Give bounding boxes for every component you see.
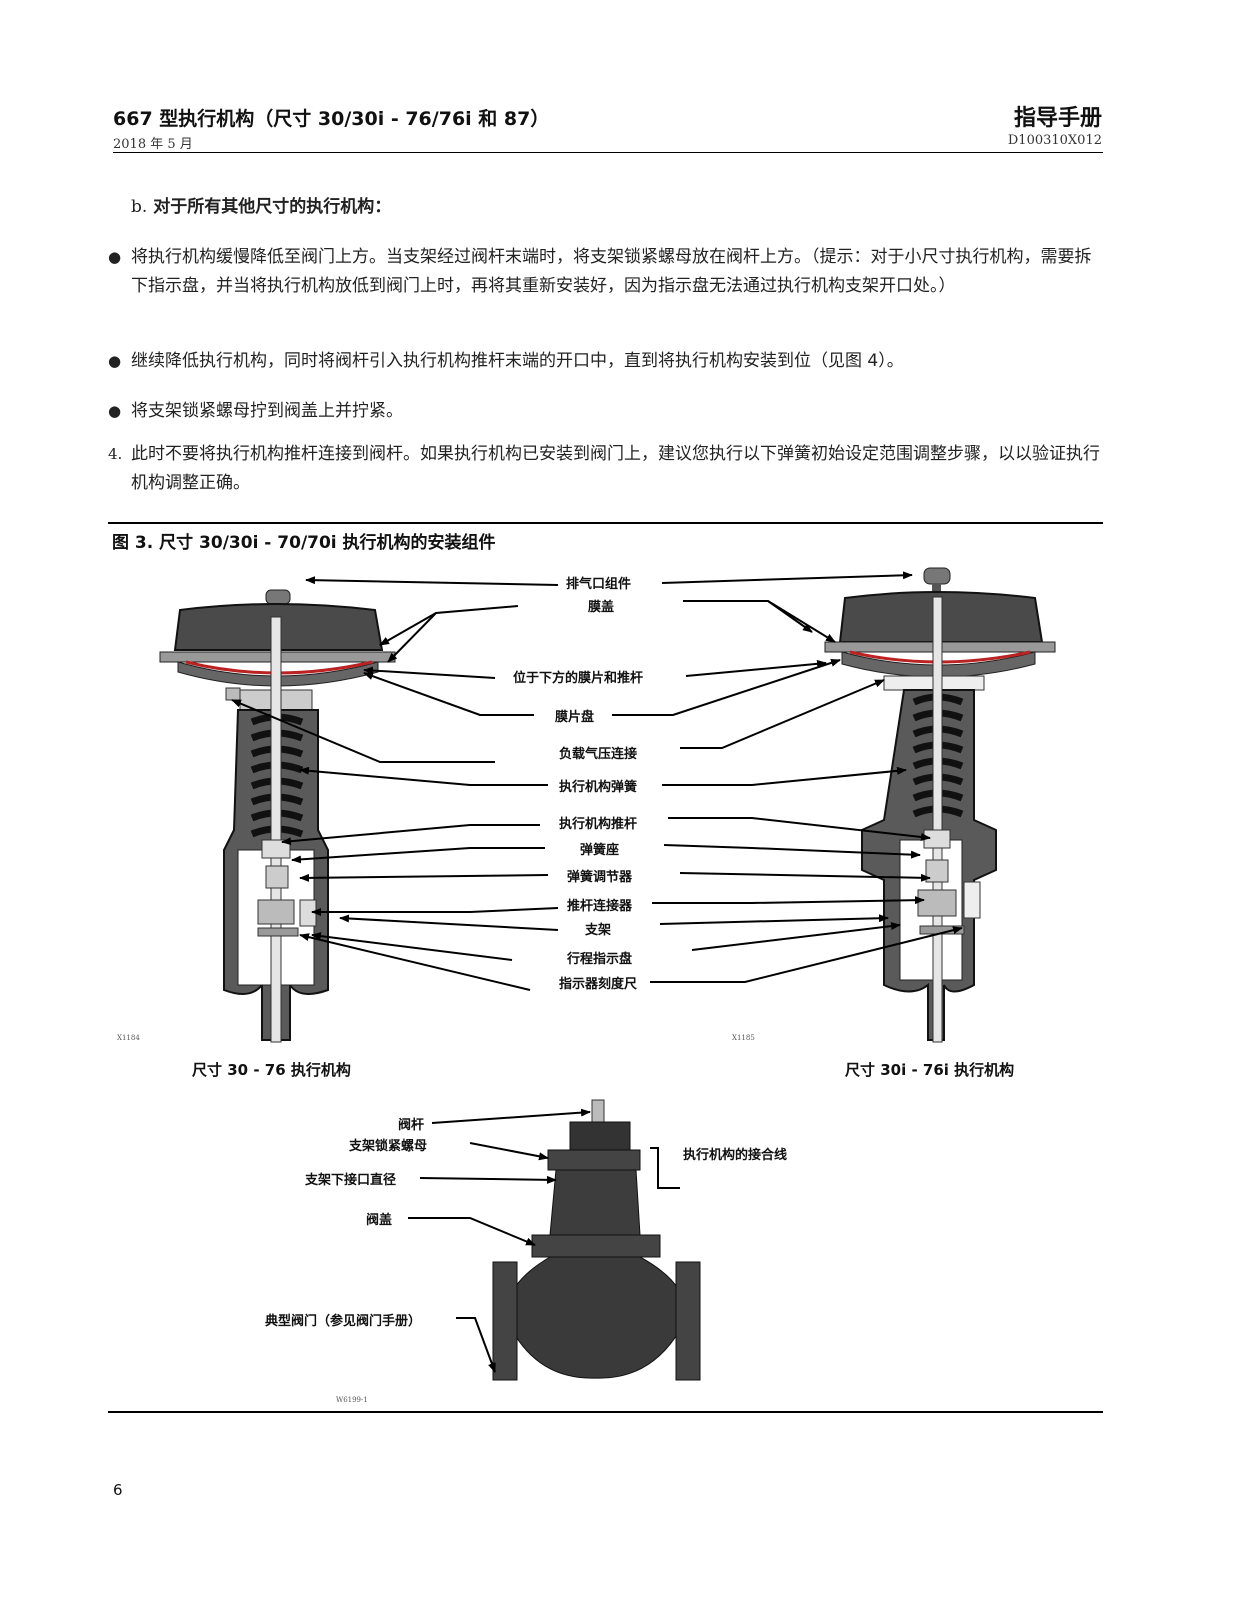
label-mating-line: 执行机构的接合线 [683,1148,788,1163]
label-diaphragm-plate: 膜片盘 [555,710,595,725]
label-spring-adjustor: 弹簧调节器 [567,870,633,885]
header-title: 667 型执行机构（尺寸 30/30i - 76/76i 和 87） [113,108,550,130]
step-4: 4. 此时不要将执行机构推杆连接到阀杆。如果执行机构已安装到阀门上，建议您执行以… [108,440,1103,498]
figure-top-rule [108,522,1103,524]
label-loading-connection: 负载气压连接 [559,747,638,762]
label-yoke: 支架 [585,923,612,938]
bullet-text: 将支架锁紧螺母拧到阀盖上并拧紧。 [131,401,403,421]
sub-step-b: b. 对于所有其他尺寸的执行机构： [131,193,391,222]
label-stem-connector: 推杆连接器 [567,899,633,914]
right-actuator-drawing [824,567,1056,1043]
header-date: 2018 年 5 月 [113,137,193,152]
page-number: 6 [113,1481,123,1499]
figure-caption: 图 3. 尺寸 30/30i - 70/70i 执行机构的安装组件 [112,533,496,553]
valve-drawing-code: W6199-1 [336,1396,368,1404]
header-doc-number: D100310X012 [1007,133,1102,148]
header-manual-type: 指导手册 [1013,106,1102,131]
label-typical-valve: 典型阀门（参见阀门手册） [265,1314,422,1329]
label-yoke-locknut: 支架锁紧螺母 [349,1139,428,1154]
bullet-dot-icon: ● [108,248,122,266]
figure-bottom-rule [108,1411,1103,1413]
bullet-text: 将执行机构缓慢降低至阀门上方。当支架经过阀杆末端时，将支架锁紧螺母放在阀杆上方。… [131,247,1092,296]
step-number: 4. [108,445,123,463]
right-actuator-caption: 尺寸 30i - 76i 执行机构 [845,1061,1015,1079]
label-actuator-stem: 执行机构推杆 [559,817,638,832]
step-text: 此时不要将执行机构推杆连接到阀杆。如果执行机构已安装到阀门上，建议您执行以下弹簧… [131,444,1100,493]
bullet-text: 继续降低执行机构，同时将阀杆引入执行机构推杆末端的开口中，直到将执行机构安装到位… [131,351,904,371]
label-casing: 膜盖 [588,600,615,615]
label-yoke-boss: 支架下接口直径 [305,1173,397,1188]
label-travel-indicator-disk: 行程指示盘 [567,952,633,967]
label-spring: 执行机构弹簧 [559,780,638,795]
bullet-item: ● 将执行机构缓慢降低至阀门上方。当支架经过阀杆末端时，将支架锁紧螺母放在阀杆上… [108,243,1103,301]
bullet-item: ● 继续降低执行机构，同时将阀杆引入执行机构推杆末端的开口中，直到将执行机构安装… [108,347,1103,376]
bullet-item: ● 将支架锁紧螺母拧到阀盖上并拧紧。 [108,397,1103,426]
label-valve-stem: 阀杆 [398,1118,425,1133]
label-vent: 排气口组件 [566,577,632,592]
sub-step-b-letter: b. [131,197,148,217]
left-drawing-code: X1184 [117,1034,140,1042]
label-indicator-scale: 指示器刻度尺 [559,977,638,992]
bullet-dot-icon: ● [108,402,122,420]
label-spring-seat: 弹簧座 [580,843,620,858]
left-actuator-drawing [159,589,396,1043]
valve-body-drawing [492,1099,701,1381]
right-drawing-code: X1185 [732,1034,755,1042]
label-bonnet: 阀盖 [366,1213,393,1228]
header-rule [113,152,1103,153]
sub-step-b-text: 对于所有其他尺寸的执行机构： [153,197,392,217]
bullet-dot-icon: ● [108,352,122,370]
left-actuator-caption: 尺寸 30 - 76 执行机构 [192,1061,351,1079]
label-diaphragm-stem: 位于下方的膜片和推杆 [513,671,644,686]
